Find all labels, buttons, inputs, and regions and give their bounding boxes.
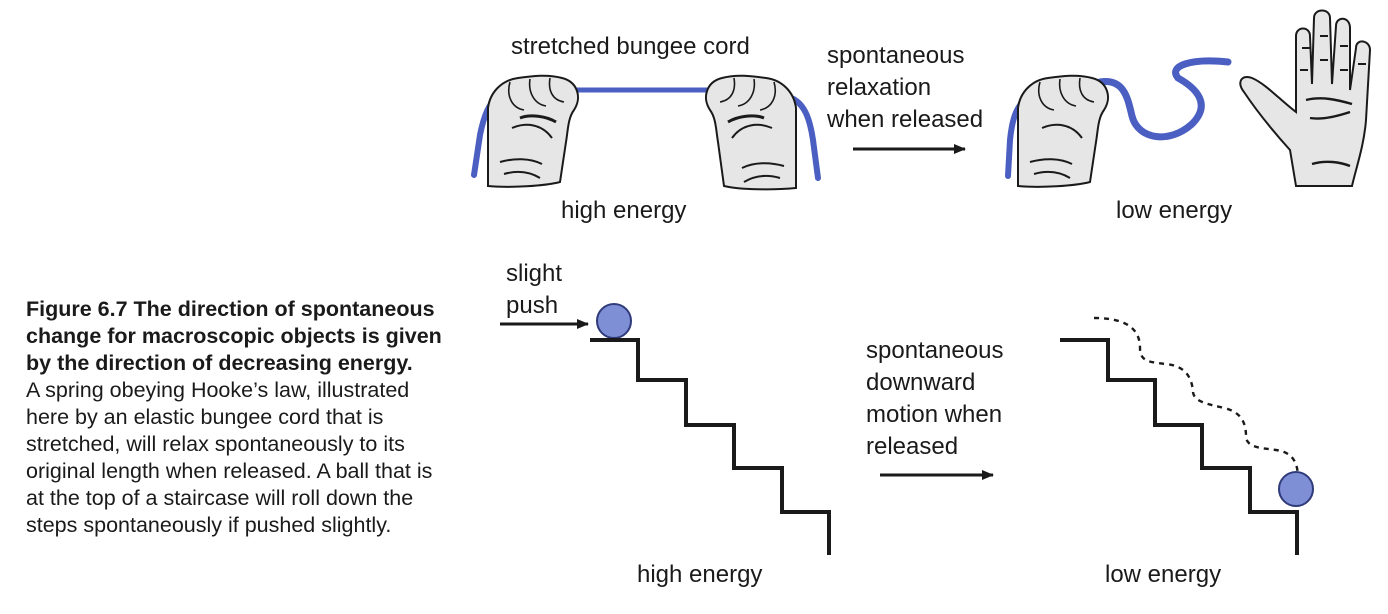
push-label-line-1: slight [506,260,563,287]
motion-label-line-4: released [866,433,959,460]
staircase-right [1060,338,1299,555]
relaxation-label-line-3: when released [827,106,984,133]
relaxation-label-line-1: spontaneous [827,42,965,69]
caption-title: Figure 6.7 The direction of spontaneous … [26,297,442,375]
right-fist [705,74,797,191]
caption-body: A spring obeying Hooke’s law, illustrate… [26,378,433,537]
left-fist [487,74,579,188]
motion-label-line-1: spontaneous [866,337,1004,364]
relaxed-cord [1096,57,1232,141]
motion-label-line-2: downward [866,369,976,396]
ball-top [596,303,632,339]
bottom-high-energy-label: high energy [637,561,763,588]
stretched-cord-label: stretched bungee cord [511,33,750,60]
open-hand [1239,9,1372,187]
motion-label-line-3: motion when [866,401,1003,428]
stretched-cord-illustration [471,74,821,191]
relaxation-label-line-2: relaxation [827,74,932,101]
figure-caption: Figure 6.7 The direction of spontaneous … [26,296,446,539]
relaxed-cord-illustration [1005,9,1372,188]
ball-bottom [1278,471,1314,507]
top-high-energy-label: high energy [561,197,687,224]
bottom-low-energy-label: low energy [1105,561,1222,588]
holding-fist [1017,74,1109,188]
staircase-left [590,338,831,555]
ball-path-dotted [1093,316,1300,479]
top-low-energy-label: low energy [1116,197,1233,224]
push-label-line-2: push [506,292,559,319]
